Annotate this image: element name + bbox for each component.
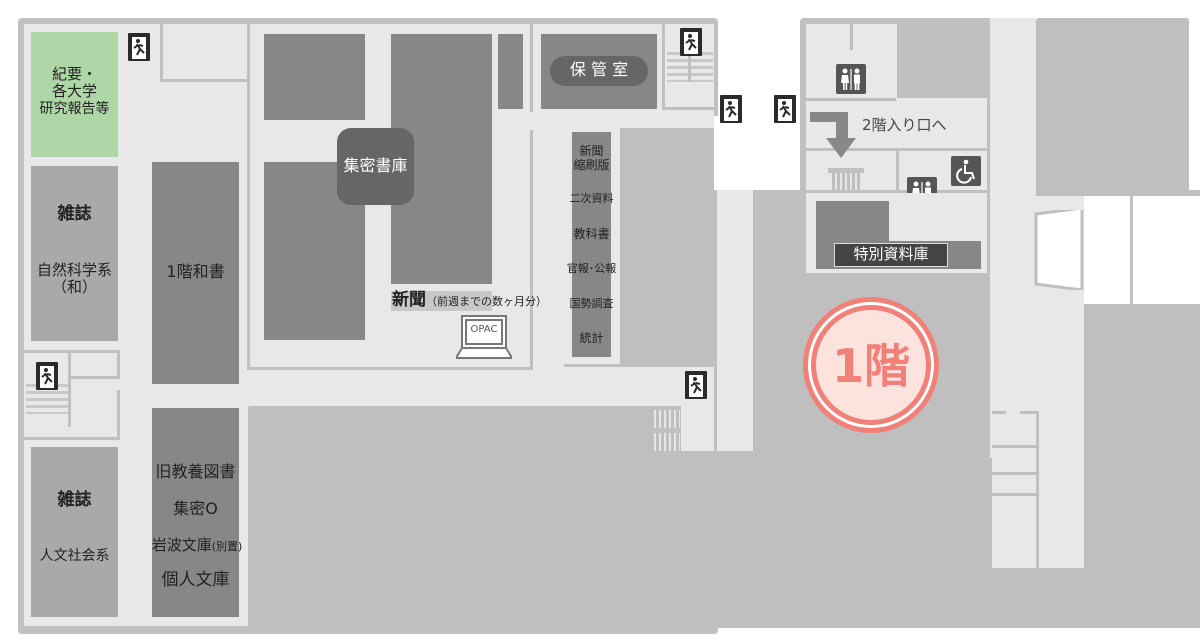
zasshi-science-title: 雑誌 [57,204,92,224]
column-item-shukusatsu: 縮刷版 [573,158,610,172]
center-room-right-wall [530,24,533,112]
arrow-down-icon [810,112,860,160]
column-item-kokusei: 国勢調査 [569,297,614,310]
emergency-exit-icon [36,362,58,390]
area-washo[interactable] [152,162,239,384]
exit-corridor [681,406,714,451]
opac-label: OPAC [470,324,498,335]
notch [714,116,804,190]
far-right-line [1130,196,1133,304]
zasshi-humanities-sub: 人文社会系 [39,548,110,564]
stair-wall-bottom [662,107,718,110]
floor-badge [801,295,941,435]
floor-badge-label: 1階 [831,339,910,393]
zasshi-humanities-title: 雑誌 [57,490,92,510]
far-right-corridor [990,18,1036,458]
rw-3 [806,148,996,151]
entrance-trapezoid [1034,206,1086,292]
rw-5 [806,190,996,193]
shelf-a [264,34,365,120]
opac-laptop-icon[interactable] [454,314,514,360]
washo-label: 1階和書 [166,262,225,281]
emergency-exit-icon [680,28,702,56]
stair-wall [662,24,665,110]
sr-6 [992,493,1036,496]
rw-1 [850,24,853,50]
wheelchair-icon [951,156,981,186]
left-stair-wall-b [24,437,120,440]
area-zasshi-science[interactable] [31,166,118,341]
shinbun-label: 新聞（前週までの数ヶ月分） [392,290,547,310]
column-item-kyoukasho: 教科書 [573,227,610,241]
left-stair-wall-r [117,350,120,378]
right-wall-bottom [564,364,716,367]
stairs-right-top [828,168,864,173]
far-right-white [1084,196,1200,304]
far-right-bottom [1084,304,1189,628]
tokubetsu-tag [834,243,948,267]
kyuukyouyou-line4: 個人文庫 [161,570,230,590]
column-item-niji: 二次資料 [569,192,614,205]
sr-5 [992,472,1036,475]
hokanshitsu-label: 保 管 室 [569,60,629,79]
shinbun-bar [391,291,492,311]
shelf-d [498,34,523,109]
far-right-grey [1036,18,1189,196]
room-wall-top [160,24,163,82]
area-bottom-grey [248,406,714,628]
small-rooms-ext [992,458,1036,568]
area-kyuukyouyou[interactable] [152,408,239,617]
rw-4 [896,148,899,218]
area-right-block [620,128,714,366]
column-item-kanpou: 官報･公報 [566,262,617,275]
stairs-bottom-2 [654,433,680,451]
kiyou-label: 紀要・ 各大学 研究報告等 [39,65,110,117]
corridor-vertical [717,192,753,451]
sr-1 [992,411,1006,414]
left-stair-divider [68,353,71,427]
tokubetsu-label: 特別資料庫 [853,245,929,263]
left-stair-wall-mid [71,376,120,379]
kyuukyouyou-line3: 岩波文庫(別置) [151,536,243,554]
emergency-exit-icon [685,371,707,399]
emergency-exit-icon [128,33,150,61]
left-stair-wall [24,350,120,353]
emergency-exit-icon [774,95,796,123]
area-column[interactable] [572,132,611,357]
emergency-exit-icon [720,95,742,123]
second-floor-label: 2階入り口へ [862,116,947,134]
hokanshitsu-pill [550,56,648,86]
room-wall-bottom [160,79,250,82]
small-rooms-2 [992,448,1036,458]
restroom-icon [836,64,866,94]
column-item-shinbun: 新聞 [579,144,604,158]
area-kiyou[interactable] [31,32,118,157]
right-top-grey [897,24,993,98]
zasshi-science-sub: 自然科学系 （和） [36,261,112,297]
center-room-right-wall-2 [530,130,533,370]
kyuukyouyou-line2: 集密O [173,499,218,518]
stairs-bottom-1 [654,410,680,428]
area-zasshi-humanities[interactable] [31,447,118,617]
center-room-bottom-wall [247,367,533,370]
column-item-toukei: 統計 [579,331,604,345]
sr-4 [992,445,1036,448]
shumitsu-label: 集密書庫 [343,156,408,175]
sr-7 [1036,458,1039,568]
stairs-right [830,172,862,190]
small-rooms-col [1039,458,1084,568]
left-stair-wall-r2 [117,390,120,440]
sr-3 [1036,411,1039,459]
area-shumitsu[interactable] [337,128,414,205]
stair-rail [688,52,691,82]
center-room-wall [247,24,250,370]
sr-2 [1020,411,1038,414]
kyuukyouyou-line1: 旧教養図書 [155,462,236,481]
rw-2 [806,98,896,101]
corridor-under-notch [717,190,753,194]
